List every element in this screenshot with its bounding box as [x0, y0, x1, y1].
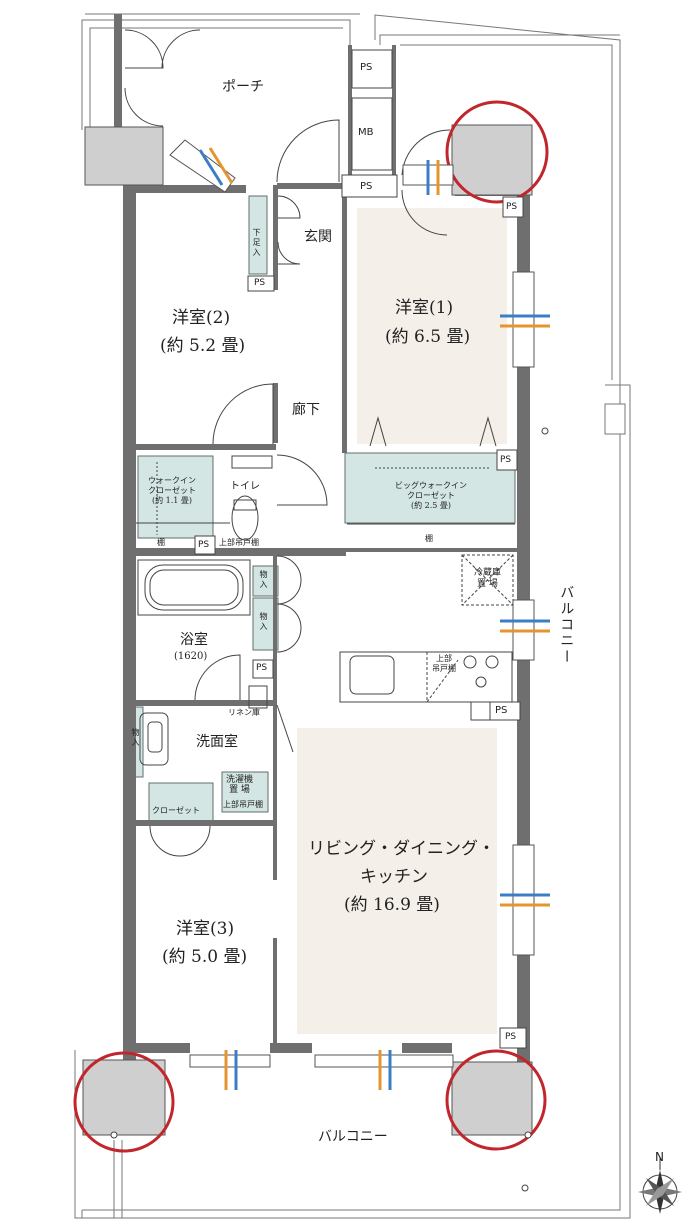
- outlets: [110, 427, 549, 1192]
- western2-name: 洋室(2): [172, 308, 231, 328]
- western1-name: 洋室(1): [395, 298, 454, 318]
- linen-label: リネン庫: [228, 708, 260, 717]
- ps-label: PS: [360, 62, 373, 73]
- mb-label: MB: [358, 127, 374, 138]
- wic-label: ウォークイン クローゼット (約 1.1 畳): [148, 476, 196, 506]
- porch-label: ポーチ: [222, 79, 264, 95]
- ldk-line1: リビング・ダイニング・: [308, 839, 495, 859]
- wic-line2: クローゼット: [148, 486, 196, 495]
- ps-label: PS: [505, 1032, 517, 1042]
- hallway-label: 廊下: [292, 402, 320, 418]
- wic-line1: ウォークイン: [148, 476, 196, 485]
- ventilation-arrows: [198, 147, 550, 1090]
- compass-rose: [638, 1157, 682, 1214]
- kitchen-cabinet-line1: 上部: [436, 654, 452, 663]
- ps-label: PS: [500, 455, 512, 465]
- western1-floor: [357, 208, 507, 444]
- shelf-label-big-wic: 棚: [425, 534, 433, 543]
- washer-label: 洗濯機 置 場: [226, 775, 253, 796]
- western3-name: 洋室(3): [176, 919, 235, 939]
- western3-size: (約 5.0 畳): [162, 947, 248, 967]
- ps-label: PS: [254, 278, 266, 288]
- fridge-label: 冷蔵庫 置 場: [474, 568, 501, 591]
- ldk-size: (約 16.9 畳): [344, 895, 440, 915]
- bath-fixtures: [137, 455, 273, 766]
- kitchen-cabinet-line2: 吊戸棚: [432, 664, 456, 673]
- shoe-box-label: 下足入: [252, 228, 261, 258]
- western2-size: (約 5.2 畳): [160, 336, 246, 356]
- big-wic-label: ビッグウォークイン クローゼット (約 2.5 畳): [395, 481, 467, 511]
- toilet-label: トイレ: [230, 481, 260, 492]
- door-swings: [124, 29, 451, 857]
- entrance-label: 玄関: [304, 229, 332, 245]
- compass-north-label: N: [655, 1150, 664, 1164]
- big-wic-line2: クローゼット: [407, 491, 455, 500]
- wic-rails: [136, 416, 515, 535]
- balcony-railing: [74, 14, 631, 1219]
- wic-size: (約 1.1 畳): [151, 496, 193, 505]
- porch-railing: [81, 13, 360, 130]
- ps-label: PS: [495, 705, 508, 716]
- fridge-line2: 置 場: [477, 579, 498, 590]
- storage-a-label: 物入: [259, 570, 268, 590]
- ps-label: PS: [256, 663, 268, 673]
- washer-cabinet-label: 上部吊戸棚: [223, 800, 263, 809]
- washroom-label: 洗面室: [196, 734, 238, 750]
- kitchen-cabinet-label: 上部 吊戸棚: [432, 654, 456, 674]
- bathroom-label: 浴室: [180, 632, 208, 648]
- shelf-label-wic: 棚: [157, 538, 165, 547]
- washer-line1: 洗濯機: [226, 775, 254, 785]
- washer-line2: 置 場: [229, 785, 250, 796]
- windows: [169, 139, 535, 1068]
- ps-label: PS: [360, 181, 373, 192]
- highlight-circles: [73, 100, 549, 1153]
- ldk-line2: キッチン: [360, 867, 428, 887]
- closet-label: クローゼット: [152, 806, 200, 815]
- kitchen-fixtures: [339, 554, 517, 721]
- storage-c-label: 物入: [131, 728, 140, 748]
- ps-boxes: [194, 49, 527, 1049]
- balcony-bottom-label: バルコニー: [318, 1129, 388, 1145]
- ps-label: PS: [506, 202, 518, 212]
- storage-b-label: 物入: [259, 612, 268, 632]
- big-wic-size: (約 2.5 畳): [410, 501, 452, 510]
- fridge-line1: 冷蔵庫: [474, 568, 502, 578]
- western1-size: (約 6.5 畳): [385, 327, 471, 347]
- toilet-cabinet-label: 上部吊戸棚: [219, 538, 259, 547]
- big-wic-line1: ビッグウォークイン: [395, 481, 467, 490]
- balcony-side-label: バルコニー: [558, 585, 575, 665]
- ldk-floor: [297, 728, 497, 1034]
- ps-label: PS: [198, 540, 210, 550]
- bathroom-size: (1620): [174, 651, 208, 662]
- columns: [82, 124, 533, 1136]
